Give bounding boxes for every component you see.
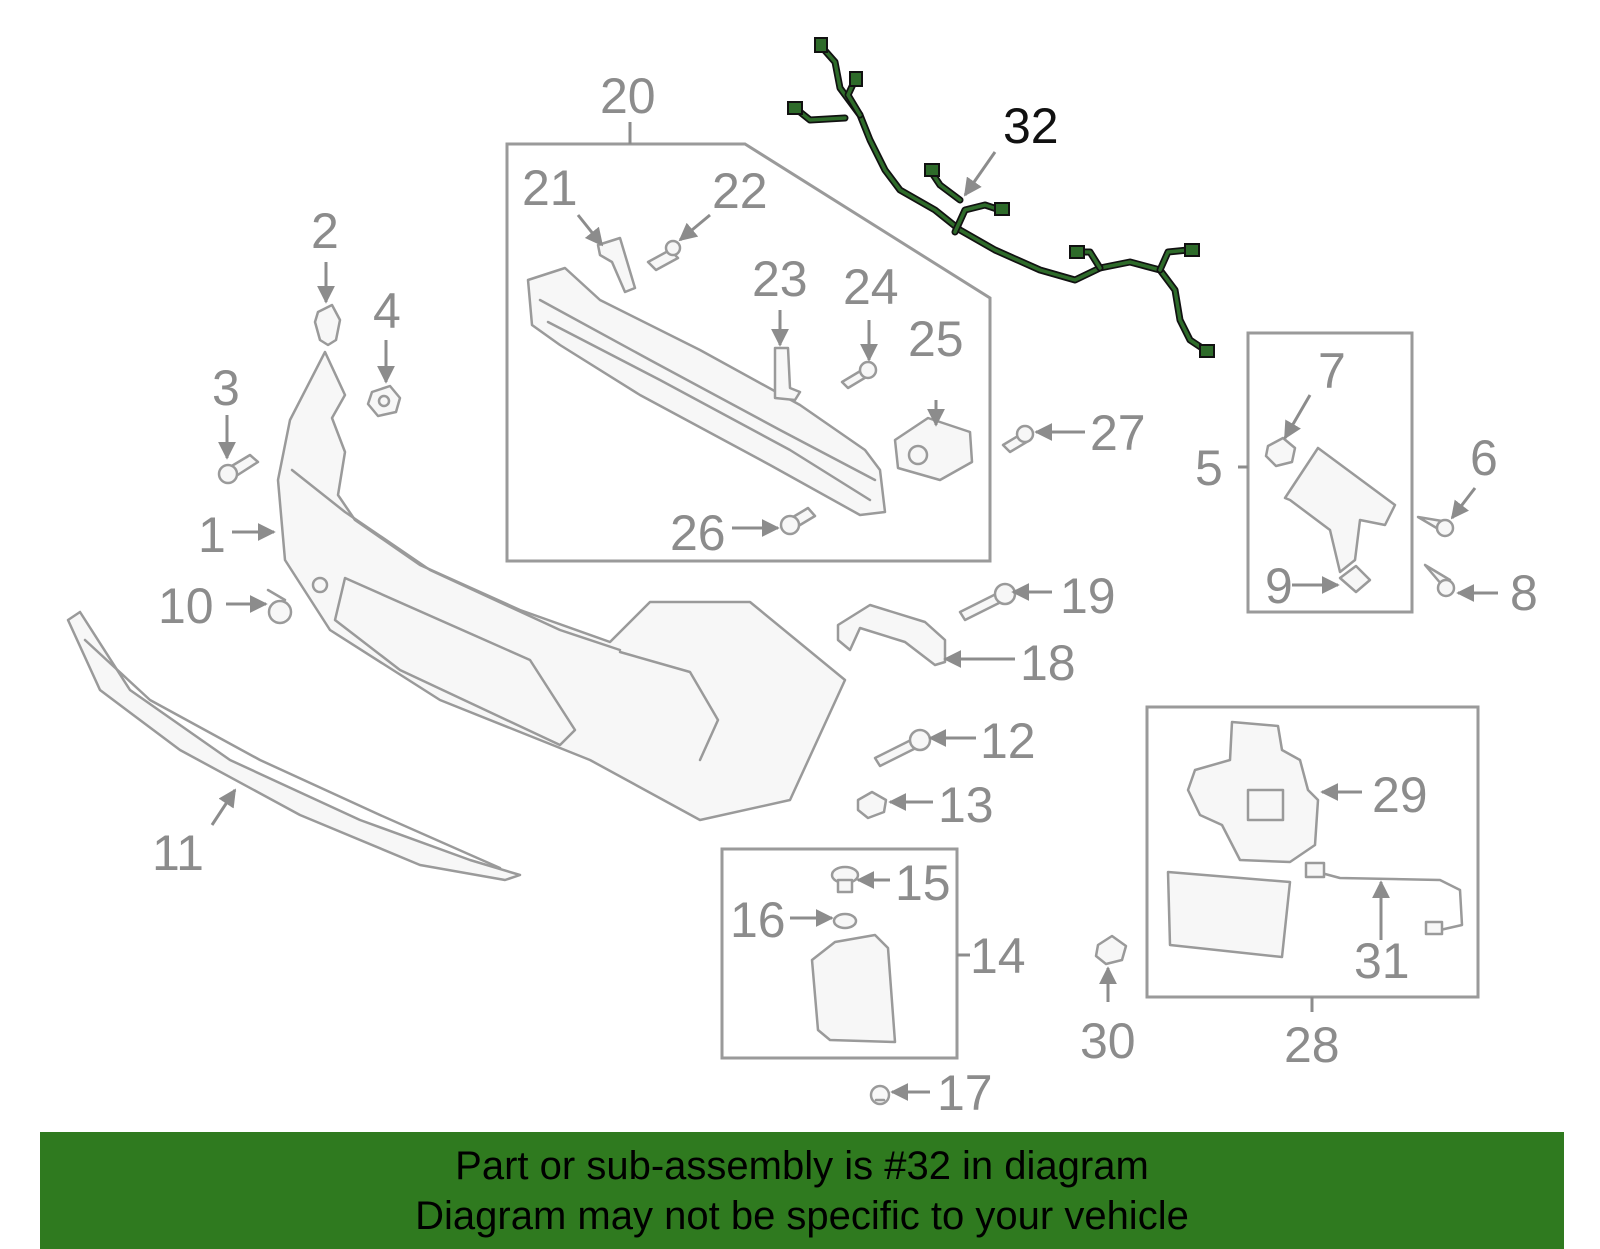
callout-17: 17 [937,1065,993,1121]
callout-6: 6 [1470,430,1498,486]
part-25-absorber[interactable] [893,416,974,482]
callout-20: 20 [600,68,656,124]
wiring-harness-part-32[interactable] [787,37,1215,358]
callout-12: 12 [980,713,1036,769]
group-box-28 [1145,705,1480,999]
part-22-bolt[interactable] [646,239,682,272]
callout-labels: 1 2 3 4 5 6 7 8 9 10 11 12 13 14 15 16 1… [152,68,1538,1121]
callout-30: 30 [1080,1013,1136,1069]
lower-valance-part[interactable] [66,610,522,882]
part-13-nut[interactable] [856,790,888,820]
part-7-nut[interactable] [1264,436,1297,468]
footer-banner: Part or sub-assembly is #32 in diagram D… [40,1132,1564,1249]
group-box-5 [1246,331,1414,614]
part-4-nut[interactable] [366,384,402,418]
part-15-clip[interactable] [830,865,860,894]
callout-23: 23 [752,251,808,307]
part-19-bolt[interactable] [958,582,1017,622]
callout-3: 3 [212,360,240,416]
part-5-bracket[interactable] [1283,446,1397,574]
callout-22: 22 [712,163,768,219]
callout-11: 11 [152,825,204,881]
part-31-cable[interactable] [1304,861,1464,936]
callout-29: 29 [1372,767,1428,823]
part-28-panel[interactable] [1166,870,1292,959]
part-17-screw[interactable] [869,1084,891,1106]
callout-14: 14 [970,928,1026,984]
callout-13: 13 [938,777,994,833]
part-26-bolt[interactable] [779,506,817,536]
footer-line-2: Diagram may not be specific to your vehi… [415,1193,1189,1238]
callout-19: 19 [1060,568,1116,624]
part-3-bolt[interactable] [217,453,260,485]
callout-15: 15 [895,855,951,911]
callout-31: 31 [1354,933,1410,989]
callout-1: 1 [198,507,226,563]
callout-32: 32 [1003,98,1059,154]
leader-lines [210,122,1498,1101]
callout-21: 21 [522,160,578,216]
part-27-bolt[interactable] [1001,424,1035,454]
callout-7: 7 [1318,343,1346,399]
part-29-bracket[interactable] [1186,720,1320,864]
part-30-clip[interactable] [1094,934,1128,966]
part-24-bolt[interactable] [840,360,878,390]
callout-25: 25 [908,311,964,367]
part-10-clip[interactable] [266,588,293,625]
part-18-bracket[interactable] [836,603,947,667]
part-23-clip[interactable] [773,346,802,402]
callout-27: 27 [1090,405,1146,461]
callout-8: 8 [1510,565,1538,621]
callout-9: 9 [1265,558,1293,614]
reinforcement-beam-part[interactable] [526,266,887,517]
part-16-washer[interactable] [832,912,858,930]
callout-10: 10 [158,578,214,634]
callout-16: 16 [730,892,786,948]
part-2-pushpin[interactable] [313,303,342,347]
callout-5: 5 [1195,440,1223,496]
part-12-bolt[interactable] [873,728,932,768]
part-6-bolt[interactable] [1416,515,1455,538]
bumper-cover-part[interactable] [276,350,847,822]
callout-2: 2 [311,203,339,259]
callout-26: 26 [670,505,726,561]
footer-line-1: Part or sub-assembly is #32 in diagram [455,1143,1149,1188]
callout-24: 24 [843,259,899,315]
part-14-shield[interactable] [810,933,897,1044]
callout-4: 4 [373,283,401,339]
part-9-clip[interactable] [1338,564,1372,594]
callout-28: 28 [1284,1017,1340,1073]
callout-18: 18 [1020,635,1076,691]
group-box-20 [505,142,992,563]
part-8-bolt[interactable] [1423,563,1456,598]
part-21-bracket[interactable] [596,236,637,294]
